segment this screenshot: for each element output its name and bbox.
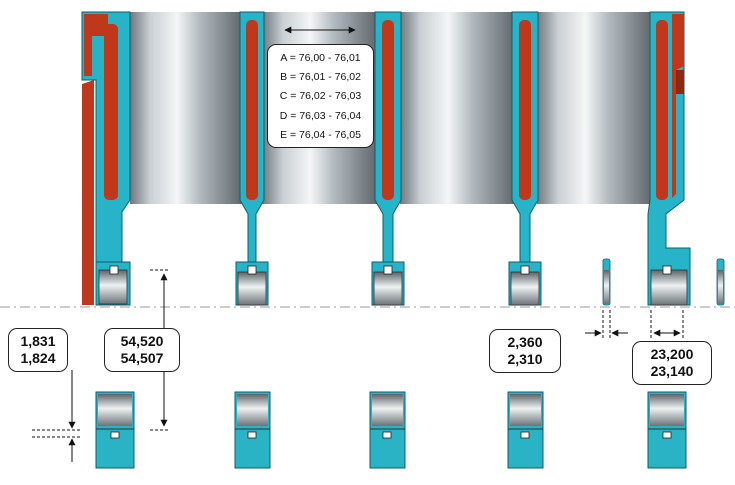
grade-row-b: B = 76,01 - 76,02	[280, 71, 361, 84]
bearing-shell-3	[369, 391, 406, 469]
thrust-washers	[602, 258, 725, 306]
block-left-wall	[81, 11, 131, 306]
block-web-2	[235, 11, 269, 306]
thrust-bearing-width-label: 23,200 23,140	[632, 341, 712, 385]
dimension-max: 1,831	[20, 333, 56, 349]
grade-row-a: A = 76,00 - 76,01	[280, 52, 361, 64]
grade-row-e: E = 76,04 - 76,05	[280, 128, 361, 141]
dimension-max: 23,200	[650, 346, 694, 362]
cylinder-bore-4	[537, 12, 652, 204]
dimension-min: 1,824	[20, 350, 56, 366]
dimension-min: 54,507	[120, 350, 164, 366]
thrust-washer-thickness-label: 2,360 2,310	[489, 329, 561, 373]
cylinder-bore-3	[400, 12, 515, 204]
dimension-max: 54,520	[120, 333, 164, 349]
block-right-wall	[647, 11, 691, 306]
dimension-max: 2,360	[507, 334, 543, 350]
dimension-min: 23,140	[650, 363, 694, 379]
main-bearing-bore-label: 54,520 54,507	[104, 328, 180, 372]
dimension-min: 2,310	[507, 351, 543, 367]
bore-grade-table: A = 76,00 - 76,01 B = 76,01 - 76,02 C = …	[267, 44, 374, 148]
bearing-shell-thickness-label: 1,831 1,824	[8, 328, 68, 372]
block-web-3	[371, 11, 405, 306]
grade-row-c: C = 76,02 - 76,03	[279, 90, 362, 103]
bearing-shell-4	[507, 391, 544, 469]
bearing-shell-2	[234, 391, 271, 469]
bearing-shells	[95, 391, 687, 469]
bearing-shell-1	[95, 391, 135, 469]
bearing-shell-5	[647, 391, 687, 469]
grade-row-d: D = 76,03 - 76,04	[279, 109, 362, 122]
cylinder-bore-1	[130, 12, 242, 204]
block-web-4	[508, 11, 542, 306]
